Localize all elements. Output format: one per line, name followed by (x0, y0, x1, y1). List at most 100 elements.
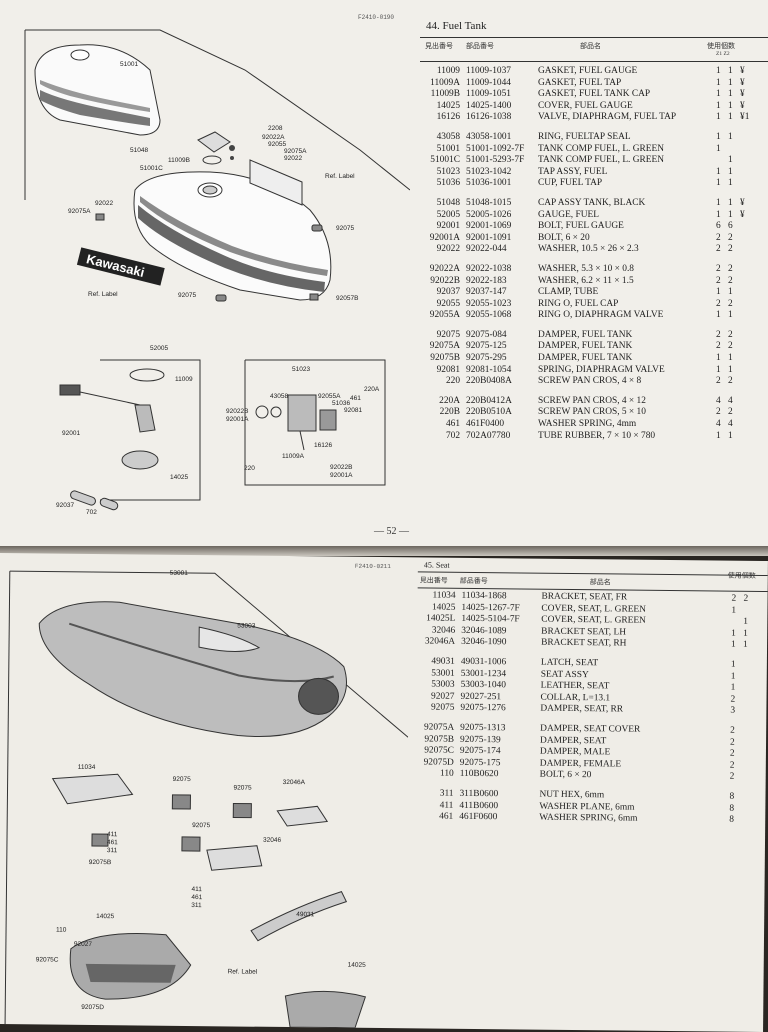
ref-no-cell: 110 (439, 768, 454, 780)
ref-no-cell: 92037 (436, 287, 460, 298)
label-14025: 14025 (348, 962, 367, 969)
bracket-lh (206, 845, 263, 871)
section-title: 44. Fuel Tank (426, 20, 487, 32)
part-no-cell: 220B0412A (466, 395, 512, 406)
label-43058: 43058 (270, 393, 288, 400)
ref-no-cell: 92075A (429, 341, 460, 352)
ref-no-cell: 53003 (431, 679, 455, 690)
qty-z1-cell: 2 (716, 263, 721, 274)
ref-no-cell: 11034 (432, 590, 456, 601)
seat-assy (38, 601, 347, 738)
group-spacer (424, 322, 758, 330)
price-cell (740, 178, 758, 190)
price-cell (740, 353, 758, 365)
qty-z2-cell (742, 695, 754, 707)
part-no-cell: 461F0600 (459, 811, 498, 823)
qty-z1-cell: 2 (730, 725, 735, 736)
qty-z1-cell: 1 (731, 605, 737, 616)
qty-z1-cell: 8 (729, 814, 734, 825)
qty-z2-cell: 2 (728, 329, 733, 340)
part-name-cell: COVER, FUEL GAUGE (538, 100, 633, 111)
qty-z2-cell: 2 (728, 244, 733, 255)
qty-z2-cell: 1 (743, 640, 748, 651)
col-name: 部品名 (589, 578, 611, 587)
figure-code: F2410-0190 (358, 14, 395, 21)
part-name-cell: DAMPER, SEAT, RR (540, 704, 624, 715)
col-ref-no: 見出番号 (419, 576, 448, 585)
part-no-cell: 51001-5293-7F (466, 155, 525, 166)
price-cell (740, 330, 758, 342)
label-51001: 51001 (120, 61, 138, 68)
label-311: 311 (107, 847, 118, 854)
ref-label-plate (249, 159, 303, 206)
qty-z1-cell: 1 (716, 197, 721, 208)
part-name-cell: BRACKET SEAT, RH (541, 638, 627, 649)
label-92027: 92027 (74, 941, 93, 948)
part-no-cell: 51001-1092-7F (466, 143, 525, 154)
col-ref-no: 見出番号 (425, 42, 453, 50)
ref-no-cell: 16126 (436, 112, 460, 123)
fuel-gauge (59, 368, 165, 470)
ref-no-cell: 51036 (436, 178, 460, 189)
qty-z1-cell: 2 (716, 376, 721, 387)
qty-z2-cell: 1 (728, 430, 733, 441)
part-no-cell: 461F0400 (466, 419, 505, 430)
qty-z1-cell: 1 (730, 659, 736, 670)
ref-no-cell: 14025 (431, 602, 456, 613)
qty-z1-cell: 4 (716, 395, 721, 406)
part-name-cell: GASKET, FUEL TANK CAP (538, 89, 651, 100)
part-name-cell: GASKET, FUEL GAUGE (538, 66, 638, 76)
group-spacer (424, 256, 758, 264)
qty-z2-cell (728, 144, 740, 156)
qty-z1-cell: 1 (716, 77, 721, 88)
fuel-tank-body (133, 171, 332, 301)
col-name: 部品名 (580, 42, 601, 50)
qty-z2-cell (742, 726, 754, 738)
qty-z2-cell (743, 660, 755, 672)
part-name-cell: TAP ASSY, FUEL (538, 166, 608, 177)
qty-z1-cell: 1 (716, 364, 721, 375)
part-no-cell: 92075-175 (459, 757, 501, 768)
qty-z2-cell: 1 (728, 364, 733, 375)
part-no-cell: 92027-251 (460, 691, 502, 703)
label-311-b: 311 (191, 902, 202, 909)
part-name-cell: RING, FUELTAP SEAL (538, 131, 631, 142)
qty-z2-cell: 2 (728, 275, 733, 286)
part-no-cell: 43058-1001 (466, 131, 512, 142)
qty-z1-cell: 2 (729, 760, 735, 771)
price-cell (740, 341, 758, 353)
label-220b: 2208 (268, 125, 283, 132)
part-name-cell: WASHER, 10.5 × 26 × 2.3 (538, 244, 639, 255)
part-no-cell: 11009-1044 (466, 77, 511, 88)
fuel-tap (255, 394, 337, 451)
part-name-cell: DAMPER, FUEL TANK (538, 329, 633, 340)
price-cell (740, 144, 758, 156)
qty-z2-cell: 1 (728, 287, 733, 298)
label-461: 461 (107, 839, 118, 846)
price-cell: ¥ (740, 77, 745, 88)
price-cell (740, 396, 758, 408)
kawasaki-logo-text: Kawasaki (85, 251, 146, 280)
label-92075: 92075 (336, 225, 354, 232)
part-no-cell: 14025-1400 (466, 100, 512, 111)
label-92075d: 92075D (81, 1004, 104, 1011)
part-name-cell: DAMPER, FUEL TANK (538, 341, 633, 352)
ref-no-cell: 92001A (429, 232, 460, 243)
part-name-cell: CUP, FUEL TAP (538, 178, 603, 189)
label-11009a: 11009A (282, 453, 305, 460)
label-461-b: 461 (191, 894, 202, 901)
part-no-cell: 92075-174 (459, 745, 501, 757)
label-ref-label: Ref. Label (228, 968, 258, 975)
label-53001: 53001 (170, 570, 189, 577)
part-name-cell: SCREW PAN CROS, 4 × 12 (538, 395, 646, 406)
